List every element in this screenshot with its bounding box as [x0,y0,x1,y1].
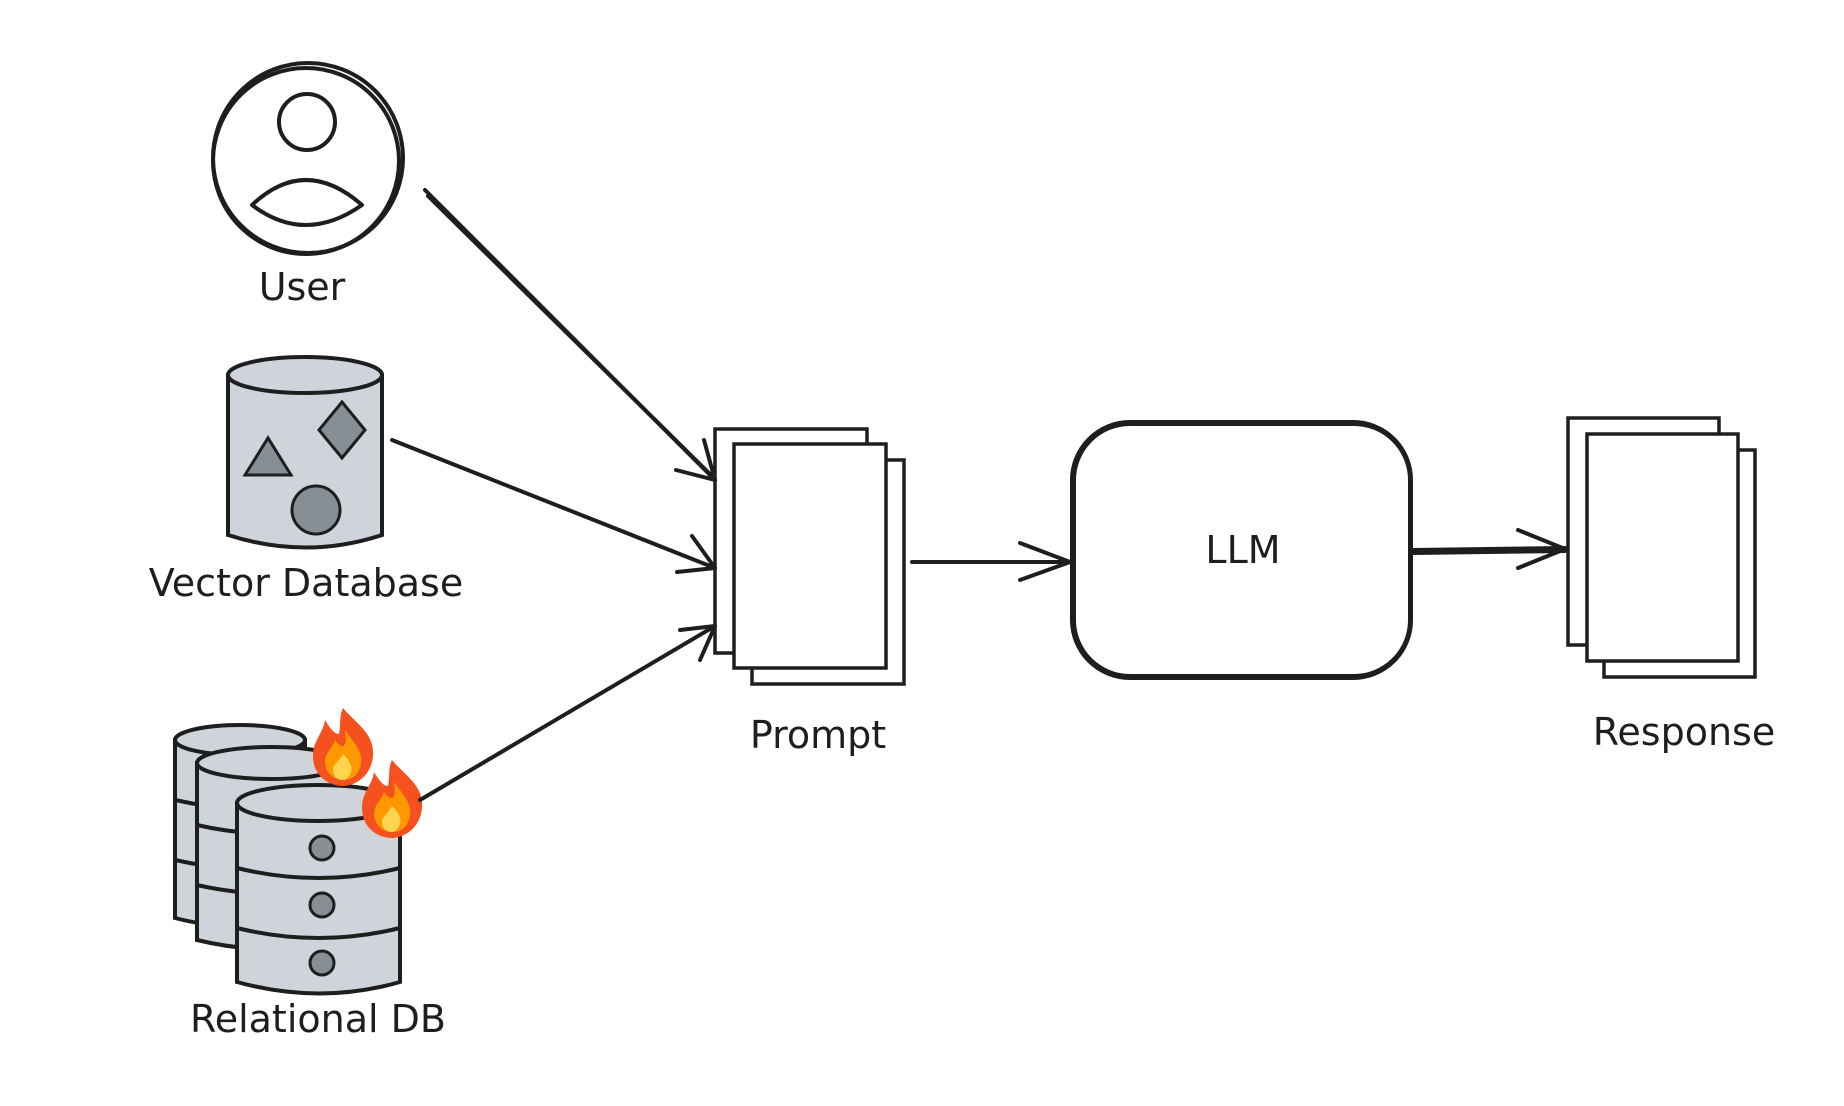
llm-label: LLM [1205,528,1280,572]
arrow-llm-to-response [1411,528,1567,570]
arrow-prompt-to-llm [910,541,1072,582]
triangle-shape [242,435,294,477]
user-icon [211,61,405,256]
relational-db-node: Relational DB [173,708,446,1041]
edges [390,188,1567,802]
vector-database-icon [226,355,384,550]
document-stack-icon [1566,416,1757,679]
document-stack-icon [713,427,906,686]
fire-icon [362,760,423,838]
fire-icon [313,708,374,786]
user-label: User [259,265,346,309]
llm-node: LLM [1070,420,1413,680]
response-node: Response [1566,416,1776,754]
relational-db-icon [173,723,402,996]
arrow-user-to-prompt [423,188,717,482]
prompt-label: Prompt [750,713,886,757]
relational-db-label: Relational DB [190,997,446,1041]
vector-database-label: Vector Database [149,561,463,605]
circle-shape [290,484,342,536]
response-label: Response [1593,710,1776,754]
prompt-node: Prompt [713,427,906,757]
arrow-vectordb-to-prompt [390,438,717,574]
arrow-relationaldb-to-prompt [418,624,717,802]
vector-database-node: Vector Database [149,355,463,605]
user-node: User [211,61,405,309]
diamond-shape [317,399,367,461]
db-cylinder-front [235,783,402,996]
